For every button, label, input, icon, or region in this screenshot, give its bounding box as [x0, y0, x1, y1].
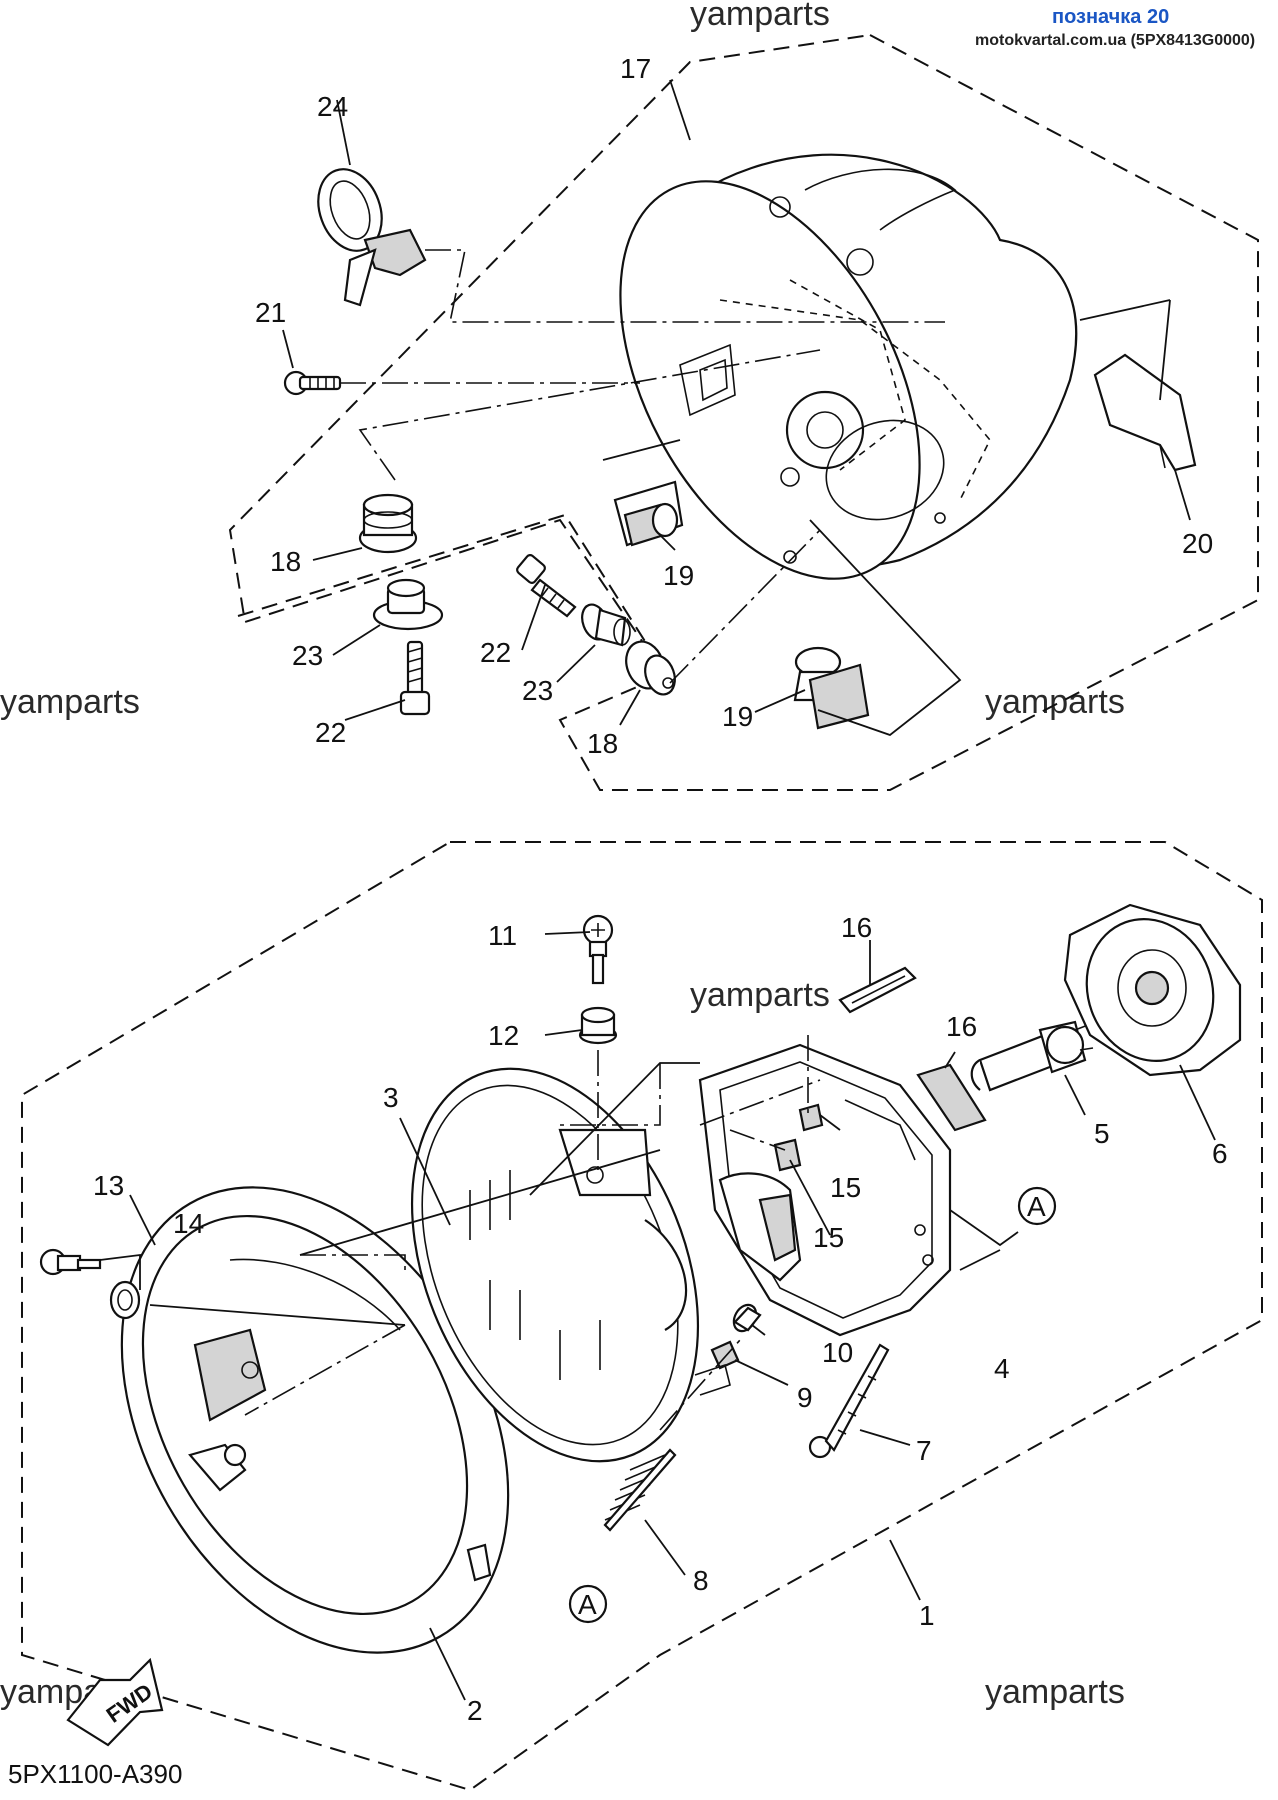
callout-22a: 22: [480, 637, 511, 668]
grommet-12: [578, 1006, 618, 1045]
bolt-22-left: [399, 640, 431, 716]
watermark-left: yamparts: [0, 683, 140, 721]
upper-assembly-outline: [228, 33, 1259, 791]
spring-8: [603, 1448, 677, 1532]
bulb-5: [970, 1020, 1094, 1092]
header-label: позначка 20: [1052, 6, 1169, 28]
fwd-arrow: FWD: [66, 1657, 164, 1747]
callout-10: 10: [822, 1337, 853, 1368]
callout-5: 5: [1094, 1118, 1110, 1149]
headlight-rim-2: [120, 1186, 510, 1654]
collar-23-left: [372, 578, 444, 631]
spacer-14: [109, 1280, 141, 1320]
header-source: motokvartal.com.ua (5PX8413G0000): [975, 32, 1255, 49]
watermark-top: yamparts: [690, 0, 830, 33]
upper-leader-lines: [282, 79, 1191, 737]
callout-6: 6: [1212, 1138, 1228, 1169]
reference-mark-a-right: A: [1017, 1186, 1057, 1226]
hose-clamp-24: [317, 168, 427, 307]
bolt-22-middle: [516, 554, 577, 618]
callout-2: 2: [467, 1695, 483, 1726]
reference-mark-a-left: A: [568, 1584, 608, 1624]
callout-15b: 15: [813, 1222, 844, 1253]
callout-23a: 23: [292, 640, 323, 671]
callout-4: 4: [994, 1353, 1010, 1384]
svg-text:A: A: [1027, 1191, 1046, 1222]
watermark-bottom-right: yamparts: [985, 1673, 1125, 1711]
screw-11: [582, 914, 614, 985]
callout-labels: 1 2 3 4 5 6 7 8 9 10 11 12 13 14 15 15 1…: [93, 53, 1228, 1726]
diagram-code: 5PX1100-A390: [8, 1759, 182, 1789]
screw-21: [283, 370, 342, 396]
bulb-10: [732, 1303, 762, 1333]
callout-12: 12: [488, 1020, 519, 1051]
callout-22b: 22: [315, 717, 346, 748]
callout-14: 14: [173, 1208, 204, 1239]
adjusting-screw-7: [808, 1343, 890, 1459]
callout-11: 11: [488, 920, 517, 951]
clip-19-upper: [613, 480, 684, 547]
callout-15a: 15: [830, 1172, 861, 1203]
callout-3: 3: [383, 1082, 399, 1113]
callout-13: 13: [93, 1170, 124, 1201]
callout-21: 21: [255, 297, 286, 328]
svg-text:A: A: [578, 1589, 597, 1620]
callout-19b: 19: [722, 701, 753, 732]
watermark-right: yamparts: [985, 683, 1125, 721]
callout-20: 20: [1182, 528, 1213, 559]
headlight-housing: [619, 153, 1078, 580]
clip-16-upper: [838, 966, 917, 1014]
callout-16a: 16: [841, 912, 872, 943]
callout-1: 1: [919, 1600, 935, 1631]
callout-18b: 18: [587, 728, 618, 759]
bracket-4: [698, 1043, 952, 1337]
screw-13: [39, 1248, 102, 1276]
nut-15-upper: [798, 1103, 824, 1132]
callout-23b: 23: [522, 675, 553, 706]
clip-16-lower: [916, 1063, 987, 1132]
grommet-18-middle: [625, 640, 676, 696]
watermark-center: yamparts: [690, 976, 830, 1014]
lower-leader-lines: [99, 931, 1216, 1701]
lower-assembly-outline: [21, 841, 1263, 1792]
callout-7: 7: [916, 1435, 932, 1466]
collar-23-middle: [581, 603, 631, 647]
grommet-18-left: [358, 493, 418, 554]
cover-plate-20: [1093, 353, 1197, 472]
callout-18a: 18: [270, 546, 301, 577]
socket-cover-6: [1063, 903, 1242, 1077]
callout-9: 9: [797, 1382, 813, 1413]
callout-8: 8: [693, 1565, 709, 1596]
headlight-unit-3: [410, 1067, 700, 1463]
clip-19-lower: [793, 646, 870, 730]
nut-15-lower: [773, 1138, 802, 1172]
callout-24: 24: [317, 91, 348, 122]
callout-17: 17: [620, 53, 651, 84]
callout-16b: 16: [946, 1011, 977, 1042]
callout-19a: 19: [663, 560, 694, 591]
